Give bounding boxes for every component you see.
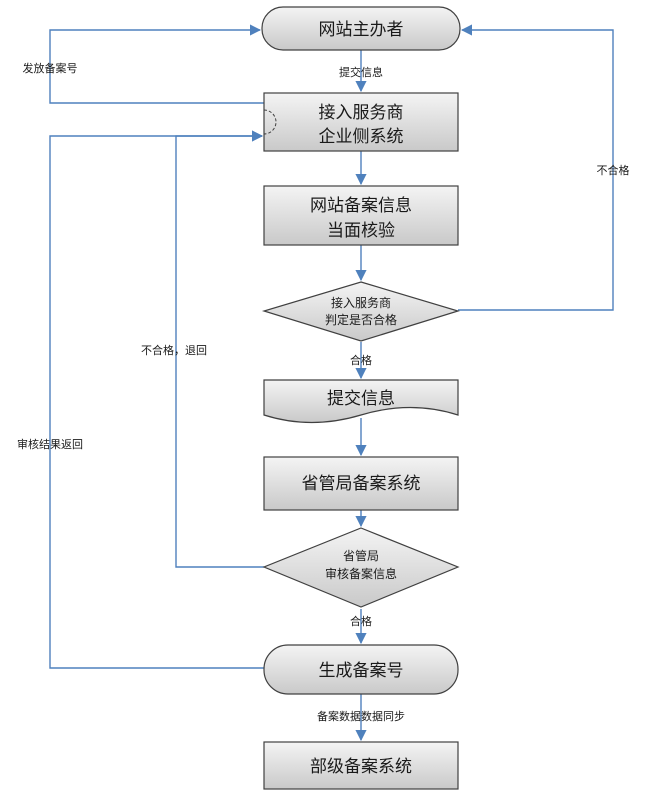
node-province-review-line1: 省管局 <box>343 548 379 563</box>
label-submit-info: 提交信息 <box>339 65 383 79</box>
edge-review-result-return <box>49 130 264 669</box>
node-generate: 生成备案号 <box>263 644 459 695</box>
node-submit: 提交信息 <box>263 379 459 424</box>
node-sponsor-label: 网站主办者 <box>319 20 404 40</box>
label-review-result-return: 审核结果返回 <box>17 437 83 451</box>
isp-connector-arc <box>263 109 277 135</box>
node-isp-judge-line2: 判定是否合格 <box>325 312 397 327</box>
edge-fail-right <box>458 24 614 311</box>
edge-labels: 提交信息 发放备案号 不合格 合格 不合格，退回 审核结果返回 合格 备案数据数… <box>17 61 630 723</box>
node-ministry: 部级备案系统 <box>263 741 459 790</box>
node-province-system-label: 省管局备案系统 <box>302 474 421 494</box>
label-pass-1: 合格 <box>350 353 372 367</box>
node-isp-judge-line1: 接入服务商 <box>331 295 391 310</box>
label-issue-number: 发放备案号 <box>23 61 78 75</box>
node-isp-system: 接入服务商 企业侧系统 <box>263 92 459 152</box>
node-ministry-label: 部级备案系统 <box>310 757 412 777</box>
node-sponsor: 网站主办者 <box>261 6 461 51</box>
node-submit-label: 提交信息 <box>327 389 395 409</box>
label-sync: 备案数据数据同步 <box>317 709 405 723</box>
edge-issue-number <box>49 24 264 104</box>
node-province-review-line2: 审核备案信息 <box>325 566 397 581</box>
label-fail-right: 不合格 <box>597 163 630 177</box>
node-verify-line1: 网站备案信息 <box>310 196 412 216</box>
node-verify-line2: 当面核验 <box>327 221 395 241</box>
node-province-review: 省管局 审核备案信息 <box>262 527 460 608</box>
label-fail-return: 不合格，退回 <box>141 343 207 357</box>
node-province-system: 省管局备案系统 <box>263 456 459 511</box>
node-isp-judge: 接入服务商 判定是否合格 <box>261 281 461 342</box>
node-isp-line1: 接入服务商 <box>319 103 404 123</box>
node-isp-line2: 企业侧系统 <box>319 127 404 147</box>
label-pass-2: 合格 <box>350 614 372 628</box>
node-verify: 网站备案信息 当面核验 <box>263 185 459 246</box>
node-generate-label: 生成备案号 <box>319 661 404 681</box>
connectors <box>49 24 614 742</box>
